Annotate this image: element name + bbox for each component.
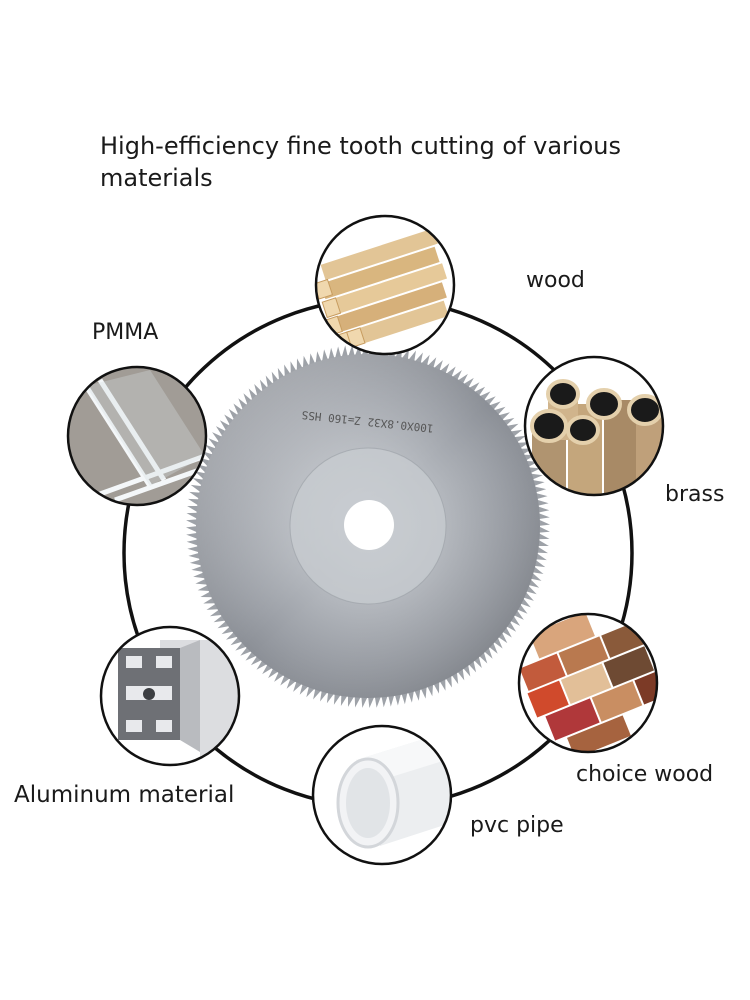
pvc-pipe-icon — [313, 726, 451, 864]
brass-tubes-icon — [525, 357, 663, 495]
acrylic-sheets-icon — [68, 367, 206, 505]
wood-planks-icon — [316, 216, 454, 354]
material-label-choice-wood: choice wood — [576, 762, 714, 787]
aluminum-profile-icon — [101, 627, 239, 765]
page-headline: High-efficiency fine tooth cutting of va… — [100, 132, 621, 192]
saw-blade-icon: 100X0.8X32 Z=160 HSS — [186, 344, 550, 708]
material-label-brass: brass — [665, 482, 725, 507]
material-label-pmma: PMMA — [92, 320, 159, 345]
hardwood-blocks-icon — [519, 614, 657, 752]
material-label-wood: wood — [526, 268, 585, 293]
blade-arbor-hole — [344, 500, 394, 550]
material-label-aluminum: Aluminum material — [14, 782, 235, 808]
material-label-pvc-pipe: pvc pipe — [470, 813, 564, 838]
